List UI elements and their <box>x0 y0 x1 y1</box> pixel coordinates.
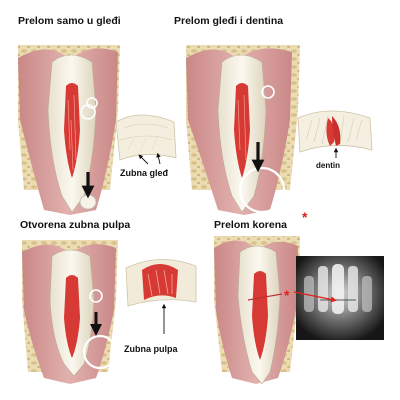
tooth-section-illustration <box>18 45 120 215</box>
callout-label: Zubna gleđ <box>120 168 168 178</box>
callout-label: Zubna pulpa <box>124 344 178 354</box>
dentin-zoom-inset <box>297 110 373 153</box>
callout-label: dentin <box>316 161 340 170</box>
title-asterisk: * <box>302 209 308 225</box>
panel-root-fracture: Prelom korena * * <box>214 209 384 385</box>
magnifier-ring <box>89 289 103 303</box>
magnifier-ring <box>80 104 96 120</box>
panel-exposed-pulp: Otvorena zubna pulpa Zubna pulpa <box>20 219 197 384</box>
tooth-section-illustration <box>22 240 118 384</box>
tooth-section-illustration <box>186 45 300 215</box>
magnifier-ring <box>261 85 275 99</box>
panel-title: Prelom korena <box>214 219 287 231</box>
callout-arrow <box>156 152 161 165</box>
pulp-zoom-inset <box>125 259 197 307</box>
panel-title: Otvorena zubna pulpa <box>20 219 130 231</box>
fragment-circle <box>79 194 97 210</box>
tooth-section-illustration <box>214 236 300 385</box>
xray-image <box>296 256 384 340</box>
panel-title: Prelom samo u gleđi <box>18 15 121 27</box>
panel-title: Prelom gleđi i dentina <box>174 15 283 27</box>
xray-pointer-arrow <box>293 291 337 303</box>
panel-enamel-fracture: Prelom samo u gleđi Zubna gleđ <box>18 15 177 215</box>
callout-arrow <box>138 154 149 165</box>
magnifier-ring <box>82 334 118 370</box>
xray-asterisk: * <box>284 287 290 303</box>
magnifier-ring <box>86 97 98 109</box>
root-fracture-line <box>247 293 283 301</box>
panel-enamel-dentin-fracture: Prelom gleđi i dentina dentin <box>174 15 373 215</box>
enamel-zoom-inset <box>115 114 177 161</box>
